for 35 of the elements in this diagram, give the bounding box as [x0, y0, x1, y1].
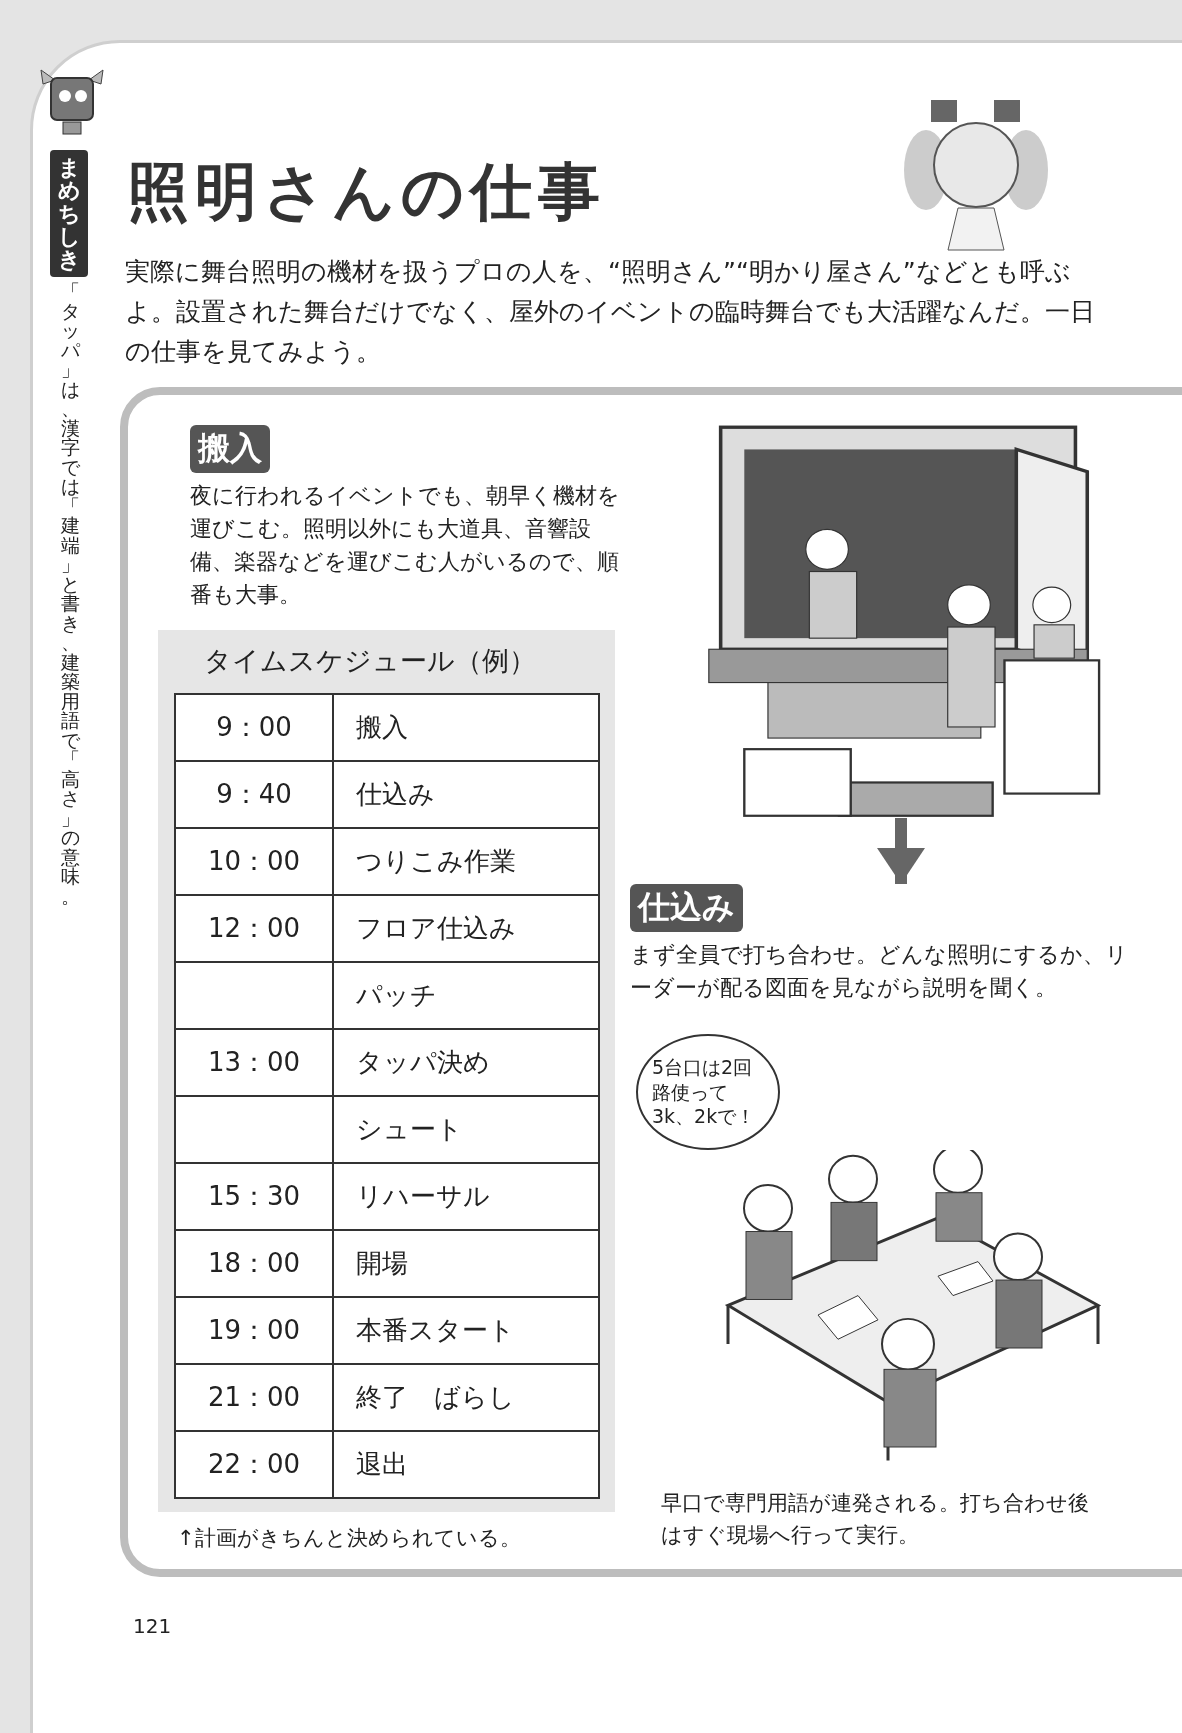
- time-cell: 18：00: [174, 1229, 334, 1298]
- table-cell: タッパ決め: [332, 1028, 600, 1097]
- table-cell: 終了 ばらし: [332, 1363, 600, 1432]
- sidebar-tag: まめちしき: [50, 150, 88, 277]
- table-cell: フロア仕込み: [332, 894, 600, 963]
- picture-caption: 早口で専門用語が連発される。打ち合わせ後はすぐ現場へ行って実行。: [661, 1490, 1090, 1549]
- section-text: まず全員で打ち合わせ。どんな照明にするか、リーダーが配る図面を見ながら説明を聞く。: [630, 941, 1129, 1002]
- table-cell: シュート: [332, 1095, 600, 1164]
- table-cell: 本番スタート: [332, 1296, 600, 1365]
- arrow: [877, 818, 925, 884]
- time-cell: 19：00: [174, 1296, 334, 1365]
- time-cell: 9：00: [174, 693, 334, 762]
- section-heading-badge: 仕込み: [630, 884, 743, 932]
- page-title: 照明さんの仕事: [127, 154, 606, 230]
- time-cell: 22：00: [174, 1430, 334, 1499]
- time-cell: 12：00: [174, 894, 334, 963]
- section-heading-badge: 搬入: [190, 425, 270, 473]
- table-title: タイムスケジュール（例）: [204, 644, 536, 678]
- table-cell: リハーサル: [332, 1162, 600, 1231]
- table-cell: 搬入: [332, 693, 600, 762]
- table-cell: つりこみ作業: [332, 827, 600, 896]
- table-cell: 開場: [332, 1229, 600, 1298]
- time-cell: 10：00: [174, 827, 334, 896]
- table-note: ↑計画がきちんと決められている。: [177, 1525, 521, 1552]
- section-text: 夜に行われるイベントでも、朝早く機材を運びこむ。照明以外にも大道具、音響設備、楽器などを運びこむ人がいるので、順番も大事。: [190, 482, 620, 609]
- time-cell: 15：30: [174, 1162, 334, 1231]
- intro-paragraph: 実際に舞台照明の機材を扱うプロの人を、“照明さん”“明かり屋さん”などとも呼ぶよ。設置された舞台だけでなく、屋外のイベントの臨時舞台でも大活躍なんだ。一日の仕事を見てみよう。: [125, 256, 1095, 368]
- time-cell: 13：00: [174, 1028, 334, 1097]
- page-number: 121: [133, 1614, 172, 1638]
- table-cell: 仕込み: [332, 760, 600, 829]
- sidebar-note: 「タッパ」は、漢字では「建端」と書き、建築用語で「高さ」の意味。: [60, 282, 80, 906]
- time-cell: 9：40: [174, 760, 334, 829]
- time-cell: 21：00: [174, 1363, 334, 1432]
- table-cell: パッチ: [332, 961, 600, 1030]
- table-cell: 退出: [332, 1430, 600, 1499]
